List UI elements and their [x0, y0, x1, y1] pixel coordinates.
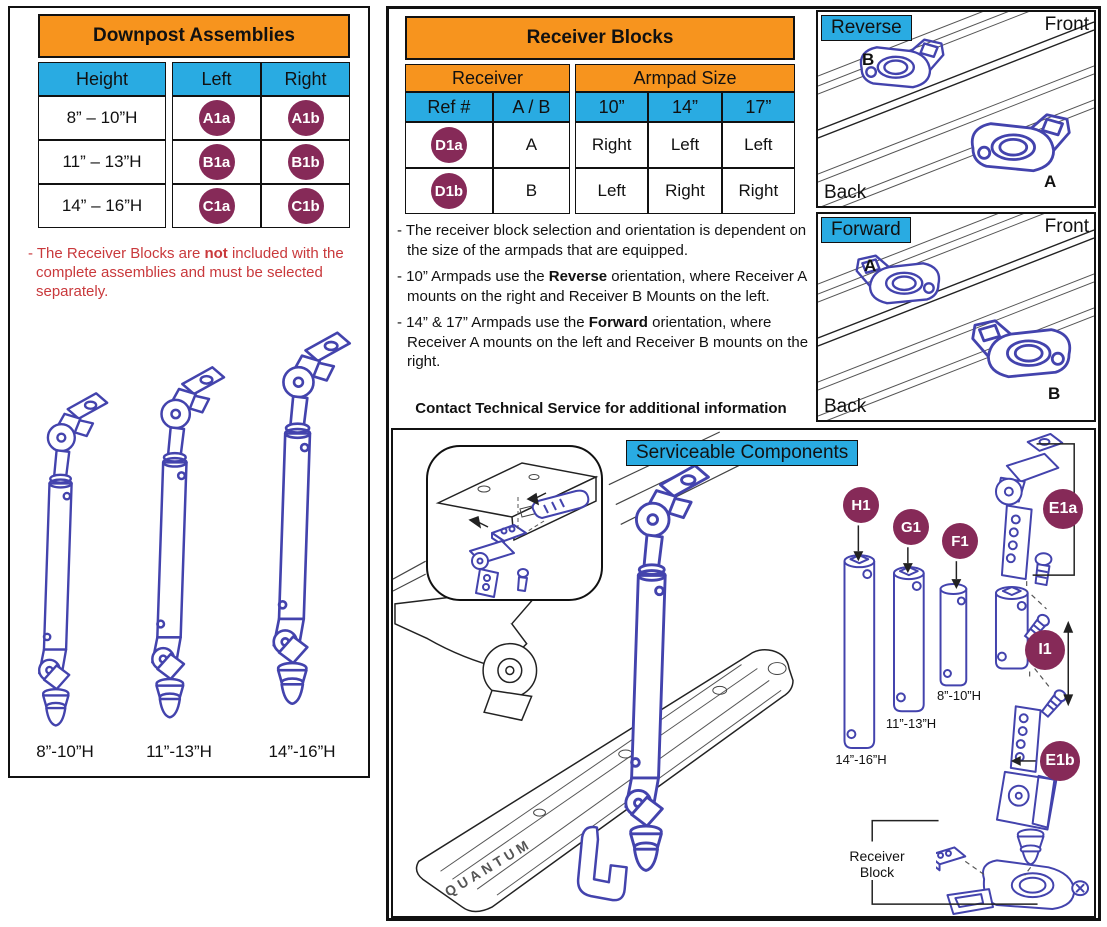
ref-badge-d1b: D1b: [430, 173, 467, 209]
receiver-block-label-line2: Block: [859, 864, 895, 880]
ref-cell: D1a: [406, 123, 492, 167]
serviceable-components-title: Serviceable Components: [626, 440, 859, 466]
forward-label: Forward: [821, 217, 911, 243]
front-label: Front: [1044, 14, 1089, 35]
ref-cell: D1b: [406, 169, 492, 213]
receiver-blocks-note: - The Receiver Blocks are not included w…: [24, 244, 372, 301]
side-cell: Right: [722, 169, 794, 213]
ref-badge-d1a: D1a: [430, 127, 467, 163]
ab-cell: A: [493, 123, 569, 167]
ref-cell: C1b: [262, 185, 349, 227]
left-column-header: Left: [173, 63, 260, 95]
tube-label-14-16: 14”-16”H: [835, 752, 887, 767]
contact-technical-service-note: Contact Technical Service for additional…: [415, 400, 787, 417]
reverse-label: Reverse: [821, 15, 912, 41]
bullet-reverse: - 10” Armpads use the Reverse orientatio…: [395, 267, 811, 306]
side-cell: Left: [722, 123, 794, 167]
front-label: Front: [1044, 216, 1089, 237]
ref-badge-e1b: E1b: [1040, 741, 1080, 781]
receiver-blocks-table-title: Receiver Blocks: [405, 16, 795, 60]
note-text: - The Receiver Blocks are: [28, 245, 205, 262]
ref-cell: B1a: [173, 141, 260, 183]
bullet-text: - 10” Armpads use the: [397, 268, 549, 285]
height-cell: 14” – 16”H: [39, 185, 165, 227]
downpost-illustration-medium: [151, 366, 226, 719]
ref-badge-g1: G1: [893, 509, 929, 545]
side-cell: Left: [576, 169, 648, 213]
ref-header: Ref #: [406, 93, 492, 121]
serviceable-components-illustration: QUANTUM: [393, 431, 1090, 916]
size17-header: 17”: [722, 93, 794, 121]
side-cell: Left: [649, 123, 721, 167]
downpost-illustration-short: [38, 392, 109, 727]
note-text: included with the complete assemblies an…: [36, 245, 344, 300]
figure-label-short: 8”-10”H: [36, 742, 94, 761]
forward-rail-illustration: [818, 214, 1094, 420]
side-cell: Right: [649, 169, 721, 213]
right-region: Receiver Blocks Receiver Ref # A / B D1a…: [386, 6, 1101, 921]
tube-label-8-10: 8”-10”H: [936, 688, 982, 703]
downpost-assemblies-panel: Downpost Assemblies Height 8” – 10”H 11”…: [8, 6, 370, 778]
ref-badge-a1b: A1b: [287, 100, 324, 136]
ab-header: A / B: [493, 93, 569, 121]
armpad-group-header: Armpad Size: [576, 65, 794, 91]
ref-cell: B1b: [262, 141, 349, 183]
right-column-header: Right: [262, 63, 349, 95]
ref-badge-c1b: C1b: [287, 188, 324, 224]
receiver-a-letter: A: [864, 256, 877, 275]
receiver-block-label-line1: Receiver: [849, 848, 905, 864]
bullet-selection: - The receiver block selection and orien…: [395, 221, 811, 260]
figure-label-medium: 11”-13”H: [146, 742, 212, 761]
forward-orientation-panel: Forward Front Back A B: [816, 212, 1096, 422]
downpost-height-table: Height 8” – 10”H 11” – 13”H 14” – 16”H: [38, 62, 166, 228]
back-label: Back: [824, 396, 867, 417]
bullet-text: - The receiver block selection and orien…: [397, 222, 807, 259]
bullet-bold: Reverse: [548, 268, 608, 285]
height-cell: 11” – 13”H: [39, 141, 165, 183]
ref-cell: A1b: [262, 97, 349, 139]
bullet-forward: - 14” & 17” Armpads use the Forward orie…: [395, 313, 811, 372]
receiver-a-letter: A: [1044, 172, 1057, 191]
rail-detail-illustration: [435, 462, 599, 598]
rail-detail-inset: [426, 445, 603, 601]
ref-badge-e1a: E1a: [1043, 489, 1083, 529]
ab-cell: B: [493, 169, 569, 213]
ref-badge-c1a: C1a: [198, 188, 235, 224]
reverse-orientation-panel: Reverse Front Back B A: [816, 10, 1096, 208]
size10-header: 10”: [576, 93, 648, 121]
bullet-bold: Forward: [588, 314, 648, 331]
bullet-text: - 14” & 17” Armpads use the: [397, 314, 589, 331]
reverse-rail-illustration: [818, 12, 1094, 206]
receiver-block-label: Receiver Block: [818, 848, 936, 880]
receiver-group-header: Receiver: [406, 65, 569, 91]
armpad-size-subtable: Armpad Size 10” 14” 17” Right Left Left …: [575, 64, 795, 214]
height-column-header: Height: [39, 63, 165, 95]
downpost-left-right-table: Left Right A1a A1b B1a B1b C1a C1b: [172, 62, 350, 228]
ref-badge-b1b: B1b: [287, 144, 324, 180]
receiver-b-letter: B: [1048, 384, 1061, 403]
ref-cell: C1a: [173, 185, 260, 227]
ref-badge-h1: H1: [843, 487, 879, 523]
bullet-text: orientation, where Receiver A mounts on …: [407, 314, 809, 370]
height-cell: 8” – 10”H: [39, 97, 165, 139]
ref-badge-b1a: B1a: [198, 144, 235, 180]
serviceable-components-panel: QUANTUM: [391, 428, 1096, 918]
back-label: Back: [824, 182, 867, 203]
side-cell: Right: [576, 123, 648, 167]
ref-cell: A1a: [173, 97, 260, 139]
tube-label-11-13: 11”-13”H: [885, 716, 937, 731]
size14-header: 14”: [649, 93, 721, 121]
ref-badge-i1: I1: [1025, 630, 1065, 670]
downpost-table-title: Downpost Assemblies: [38, 14, 350, 58]
figure-label-tall: 14”-16”H: [268, 742, 336, 761]
receiver-b-letter: B: [862, 50, 875, 69]
note-bold: not: [204, 245, 228, 262]
ref-badge-a1a: A1a: [198, 100, 235, 136]
downpost-illustration-tall: [272, 331, 352, 706]
receiver-notes: - The receiver block selection and orien…: [395, 221, 811, 379]
bullet-text: orientation, where Receiver A mounts on …: [407, 268, 807, 305]
receiver-subtable: Receiver Ref # A / B D1a A D1b B: [405, 64, 570, 214]
ref-badge-f1: F1: [942, 523, 978, 559]
